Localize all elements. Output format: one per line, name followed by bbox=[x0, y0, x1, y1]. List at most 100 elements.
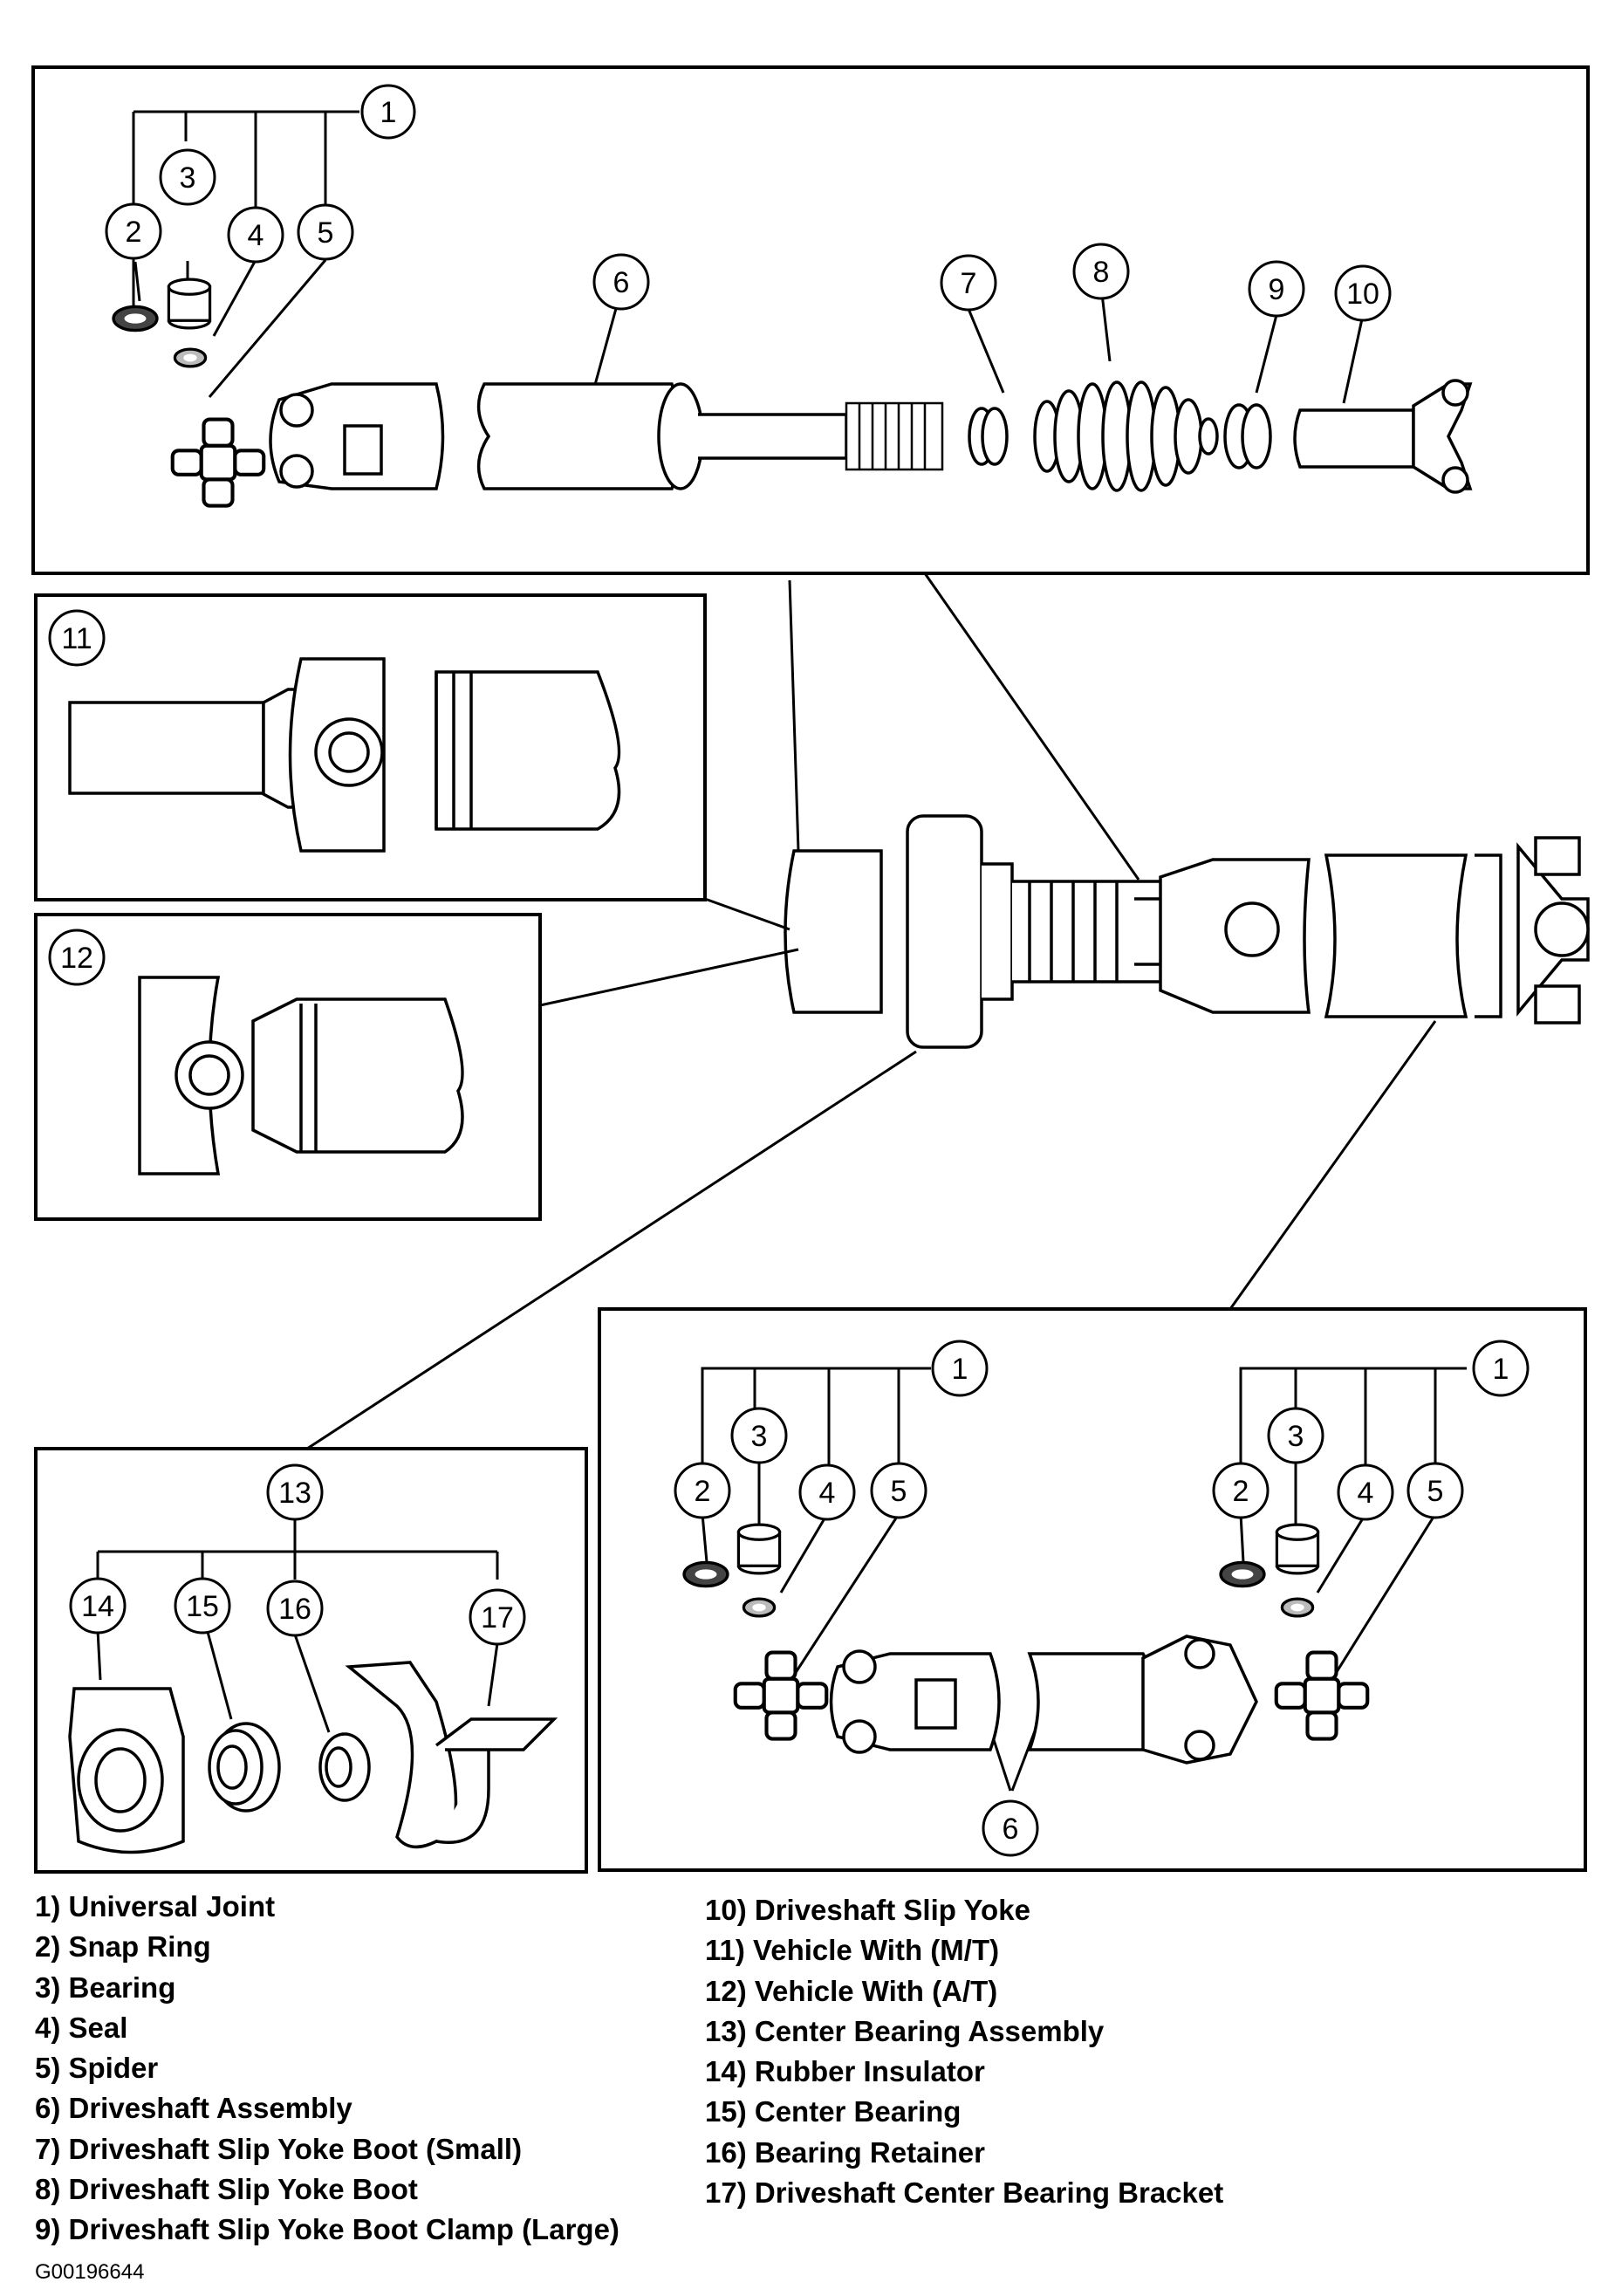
slip-yoke-top bbox=[1293, 379, 1473, 494]
callout-6-bottom bbox=[982, 1799, 1039, 1857]
snap-ring-left bbox=[682, 1560, 729, 1588]
legend-item: 6) Driveshaft Assembly bbox=[35, 2092, 352, 2125]
panel-13-frame bbox=[34, 1447, 588, 1874]
callout-2-right bbox=[1212, 1462, 1270, 1519]
driveshaft-assembly-drawing bbox=[829, 1635, 1258, 1765]
callout-2-top-label: 2 bbox=[126, 216, 142, 249]
callout-13 bbox=[266, 1463, 324, 1521]
legend-right: 10) Driveshaft Slip Yoke 11) Vehicle Wit… bbox=[705, 1890, 1223, 2213]
legend-item: 13) Center Bearing Assembly bbox=[705, 2014, 1105, 2047]
legend-left: 1) Universal Joint 2) Snap Ring 3) Beari… bbox=[35, 1887, 619, 2251]
legend-item: 10) Driveshaft Slip Yoke bbox=[705, 1894, 1030, 1926]
callout-14-label: 14 bbox=[81, 1590, 114, 1623]
callout-15-label: 15 bbox=[186, 1590, 219, 1623]
callout-5-left-label: 5 bbox=[891, 1475, 907, 1508]
callout-8-top bbox=[1072, 243, 1130, 300]
callout-3-top bbox=[159, 148, 216, 206]
legend-item: 17) Driveshaft Center Bearing Bracket bbox=[705, 2176, 1224, 2210]
callout-7-top bbox=[940, 254, 997, 312]
callout-2-left-label: 2 bbox=[695, 1475, 711, 1508]
splined-shaft-top bbox=[698, 413, 848, 460]
callout-4-top bbox=[227, 206, 284, 264]
spider-left bbox=[736, 1653, 827, 1739]
callout-5-right-label: 5 bbox=[1427, 1475, 1444, 1508]
callout-5-right bbox=[1406, 1462, 1464, 1519]
legend-item: 5) Spider bbox=[35, 2052, 159, 2085]
legend-item: 9) Driveshaft Slip Yoke Boot Clamp (Larg… bbox=[35, 2213, 619, 2246]
figure-code: G00196644 bbox=[35, 2260, 145, 2284]
callout-11 bbox=[48, 609, 106, 667]
callout-10-top bbox=[1334, 264, 1392, 322]
panel-12-frame bbox=[34, 913, 542, 1221]
callouts bbox=[48, 84, 1530, 1857]
connector-lines bbox=[306, 572, 1437, 1450]
callout-1-right-label: 1 bbox=[1493, 1353, 1509, 1386]
panel-11-frame bbox=[34, 593, 707, 901]
callout-11-label: 11 bbox=[61, 622, 92, 655]
bearing-cup-left bbox=[736, 1523, 782, 1575]
callout-1-left-label: 1 bbox=[952, 1353, 968, 1386]
callout-4-left-label: 4 bbox=[819, 1477, 836, 1510]
callout-1-left bbox=[931, 1340, 989, 1397]
callout-14 bbox=[69, 1577, 127, 1635]
legend-item: 11) Vehicle With (M/T) bbox=[705, 1934, 1000, 1967]
center-bearing-bracket-drawing bbox=[345, 1661, 558, 1849]
top-panel-frame bbox=[31, 65, 1590, 575]
callout-10-top-label: 10 bbox=[1346, 278, 1379, 311]
center-bearing-drawing bbox=[208, 1722, 281, 1813]
callout-1-top-label: 1 bbox=[380, 96, 397, 129]
callout-1-top bbox=[360, 84, 416, 140]
legend-item: 15) Center Bearing bbox=[705, 2095, 962, 2128]
callout-4-right bbox=[1337, 1463, 1394, 1521]
callout-2-left bbox=[674, 1462, 731, 1519]
callout-6-top bbox=[592, 253, 650, 311]
callout-4-top-label: 4 bbox=[248, 219, 264, 252]
callout-9-top bbox=[1248, 260, 1305, 318]
mt-yoke-drawing bbox=[68, 657, 621, 853]
yoke-tube-top bbox=[269, 382, 445, 490]
bottom-right-panel-frame bbox=[598, 1307, 1587, 1872]
callout-17-label: 17 bbox=[481, 1601, 514, 1635]
callout-7-top-label: 7 bbox=[961, 267, 977, 300]
callout-5-top-label: 5 bbox=[318, 216, 334, 250]
bearing-cup-top bbox=[167, 278, 212, 330]
callout-2-right-label: 2 bbox=[1233, 1475, 1249, 1508]
bearing-cup-right bbox=[1275, 1523, 1320, 1575]
callout-12 bbox=[48, 929, 106, 986]
at-yoke-drawing bbox=[138, 976, 464, 1175]
callout-13-label: 13 bbox=[278, 1477, 311, 1510]
legend-item: 2) Snap Ring bbox=[35, 1930, 211, 1964]
callout-4-right-label: 4 bbox=[1358, 1477, 1374, 1510]
snap-ring-top bbox=[112, 305, 159, 332]
legend-item: 14) Rubber Insulator bbox=[705, 2055, 985, 2088]
legend-item: 7) Driveshaft Slip Yoke Boot (Small) bbox=[35, 2132, 523, 2165]
snap-ring-right bbox=[1219, 1560, 1266, 1588]
callout-3-right bbox=[1267, 1407, 1324, 1464]
panel-13-leader-lines bbox=[96, 1518, 499, 1733]
bearing-retainer-drawing bbox=[318, 1732, 371, 1802]
callout-16-label: 16 bbox=[278, 1593, 311, 1626]
callout-2-top bbox=[105, 202, 162, 260]
legend-item: 3) Bearing bbox=[35, 1970, 176, 2004]
legend-item: 16) Bearing Retainer bbox=[705, 2135, 985, 2169]
callout-3-top-label: 3 bbox=[180, 161, 196, 195]
seal-top bbox=[173, 347, 208, 368]
rubber-insulator-drawing bbox=[68, 1687, 185, 1854]
boot-clamp-small-top bbox=[968, 407, 1009, 466]
callout-5-left bbox=[870, 1462, 927, 1519]
callout-6-top-label: 6 bbox=[613, 266, 630, 299]
callout-17 bbox=[469, 1588, 526, 1646]
callout-8-top-label: 8 bbox=[1093, 256, 1110, 289]
callout-9-top-label: 9 bbox=[1269, 273, 1285, 306]
callout-3-right-label: 3 bbox=[1288, 1420, 1304, 1453]
callout-5-top bbox=[297, 203, 354, 261]
legend-item: 8) Driveshaft Slip Yoke Boot bbox=[35, 2173, 418, 2206]
callout-3-left bbox=[730, 1407, 788, 1464]
legend-item: 12) Vehicle With (A/T) bbox=[705, 1974, 998, 2007]
seal-left bbox=[742, 1597, 777, 1618]
spider-top bbox=[173, 420, 264, 506]
callout-labels: 1 3 2 4 5 6 7 8 9 10 11 12 13 14 15 16 1… bbox=[60, 96, 1509, 1846]
callout-15 bbox=[174, 1577, 231, 1635]
callout-6-bottom-label: 6 bbox=[1003, 1813, 1019, 1846]
